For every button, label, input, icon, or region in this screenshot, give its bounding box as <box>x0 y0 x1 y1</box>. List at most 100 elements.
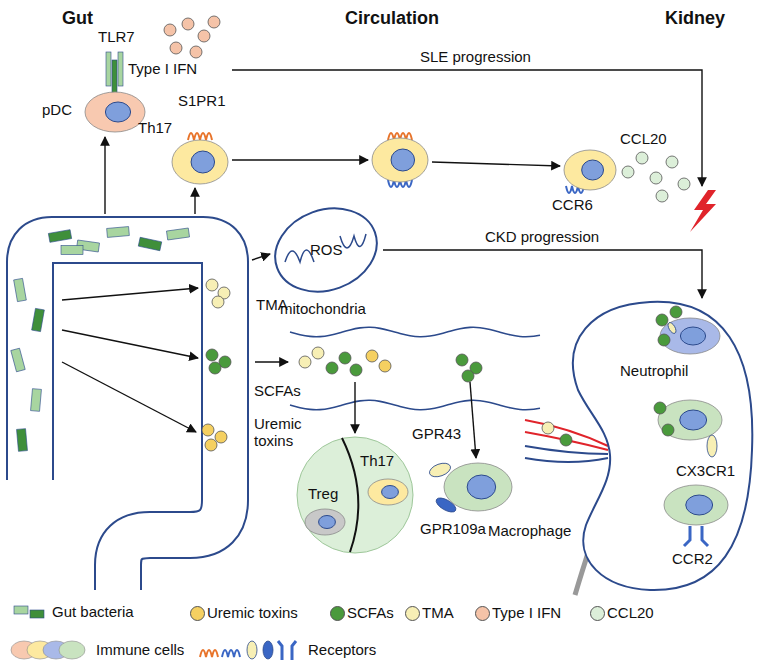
tlr7-receptor <box>106 52 111 86</box>
edge-label: CKD progression <box>485 228 599 245</box>
legend-swatch <box>590 606 605 621</box>
macrophage-cell <box>444 463 512 511</box>
neutrophil-cell <box>660 318 720 354</box>
arrow-line <box>232 159 368 160</box>
renal-vessel <box>525 458 608 462</box>
legend-text: SCFAs <box>347 604 394 621</box>
section-header: Kidney <box>665 8 725 29</box>
legend-swatch <box>405 606 420 621</box>
connector <box>383 250 702 298</box>
molecule-dot <box>670 306 682 318</box>
kidney-node: Neutrophil <box>560 300 752 592</box>
bacterium <box>32 308 45 331</box>
th17-cell-label: Th17 <box>136 118 176 138</box>
molecule-dot <box>205 439 217 451</box>
molecule-dot <box>209 362 221 374</box>
legend-swatch <box>330 606 345 621</box>
legend-bacterium <box>30 610 44 618</box>
arrow-line <box>252 254 270 260</box>
molecule-dot <box>312 347 324 359</box>
molecule-dot <box>206 279 218 291</box>
molecule-dot <box>339 352 351 364</box>
tlr7-receptor <box>112 60 117 94</box>
receptor-symbol <box>666 321 677 334</box>
metabolite-label: Uremic toxins <box>254 415 316 450</box>
legend-swatch <box>190 606 205 621</box>
ifn-dot <box>164 24 176 36</box>
molecule-dot <box>656 314 668 326</box>
receptor-symbol <box>707 435 717 457</box>
mitochondrion <box>263 195 388 306</box>
bacterium <box>17 429 28 452</box>
bacterium <box>61 246 83 255</box>
legend-text: Immune cells <box>96 641 184 658</box>
legend-text: CCL20 <box>607 604 654 621</box>
metabolite-label: SCFAs <box>254 382 301 399</box>
arrow-line <box>62 330 198 358</box>
tlr7-receptor <box>118 52 123 86</box>
ccl20-dot <box>656 190 668 202</box>
molecule-dot <box>350 364 362 376</box>
arrow-line <box>104 137 105 214</box>
node-text: mitochondria <box>280 300 366 317</box>
cytokine-label: Type I IFN <box>128 60 197 77</box>
th17-cell <box>368 479 408 505</box>
receptor-symbol <box>188 133 212 140</box>
ccl20-dot <box>666 156 678 168</box>
node-text: Th17 <box>360 452 394 469</box>
bacterium <box>107 227 130 238</box>
bacterium <box>48 230 71 243</box>
macrophage-cell <box>664 485 728 525</box>
arrow-line <box>194 188 195 214</box>
colon-lumen <box>30 240 225 590</box>
molecule-dot <box>326 362 338 374</box>
legend-text: Uremic toxins <box>207 604 298 621</box>
legend-receptor <box>278 641 296 660</box>
ccr2-receptor <box>684 526 708 546</box>
ccl20-dot <box>678 178 690 190</box>
arrow-line <box>62 288 198 300</box>
molecule-dot <box>206 349 218 361</box>
molecule-dot <box>456 354 468 366</box>
legend-text: Receptors <box>308 641 376 658</box>
legend-bacterium <box>14 606 28 614</box>
ccl20-dot <box>622 166 634 178</box>
molecule-dot <box>366 350 378 362</box>
molecule-dot <box>215 431 227 443</box>
section-header: Gut <box>62 8 93 29</box>
receptor-label: CCR6 <box>552 196 593 213</box>
receptor-label: GPR109a <box>420 520 486 537</box>
legend-swatch <box>475 606 490 621</box>
ccl20-dot <box>636 152 648 164</box>
receptor-label: TLR7 <box>98 28 135 45</box>
renal-vessel <box>525 420 608 446</box>
arrow-line <box>354 382 355 433</box>
chemokine-label: CCL20 <box>620 130 667 147</box>
mitochondrial-cristae <box>285 234 366 262</box>
receptor-label: GPR43 <box>412 425 461 442</box>
vessel-wall <box>290 400 540 409</box>
bacterium <box>14 278 27 301</box>
ifn-dot <box>190 46 202 58</box>
ifn-dot <box>208 16 220 28</box>
receptor-symbol <box>222 650 240 657</box>
legend-text: Gut bacteria <box>52 603 134 620</box>
node-text: Th17 <box>138 119 172 136</box>
molecule-dot <box>560 434 572 446</box>
ifn-dot <box>170 42 182 54</box>
receptor-symbol <box>200 650 218 657</box>
kidney-outline <box>573 302 752 590</box>
renal-vessel <box>525 446 608 454</box>
arrow-line <box>255 361 288 362</box>
molecule-dot <box>379 360 391 372</box>
treg-th17-balance <box>297 437 413 553</box>
th17-cell <box>172 140 228 184</box>
treg-th17-node: Th17Treg <box>297 437 413 553</box>
bacterium <box>11 348 25 372</box>
receptor-label: CCR2 <box>672 550 713 567</box>
molecule-dot <box>202 424 214 436</box>
section-header: Circulation <box>345 8 439 29</box>
receptor-label: CX3CR1 <box>676 462 735 479</box>
molecule-dot <box>542 422 554 434</box>
